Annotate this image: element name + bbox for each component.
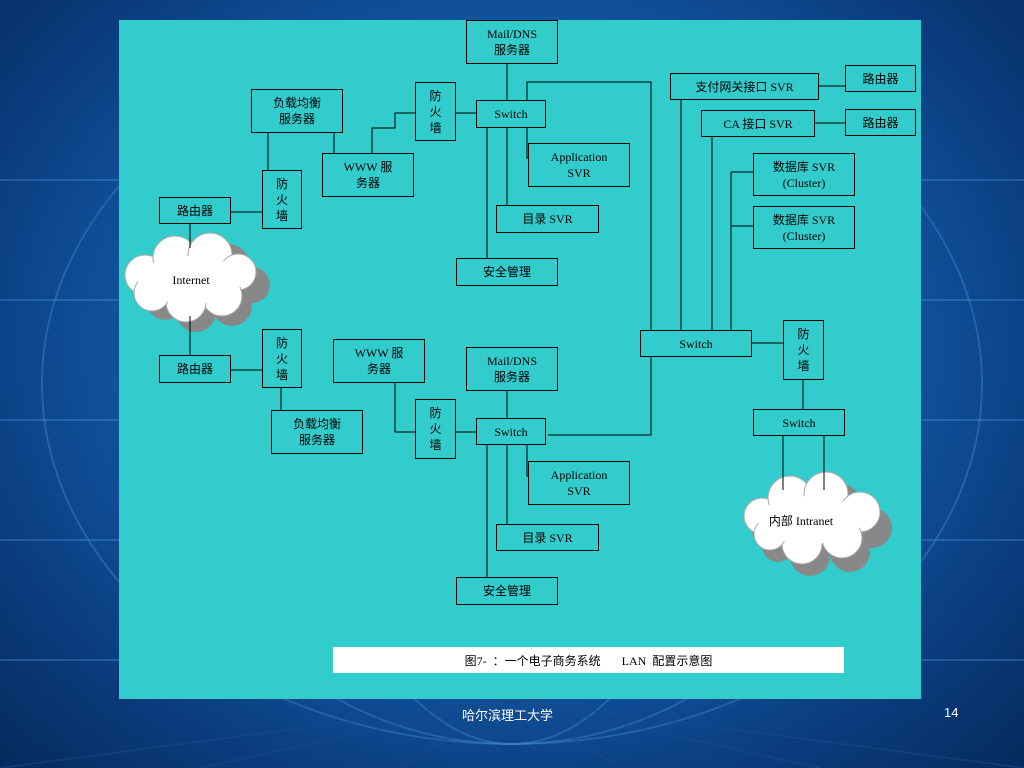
footer-school: 哈尔滨理工大学 xyxy=(462,708,554,723)
diagram-caption: 图7- ：一个电子商务系统 LAN 配置示意图 xyxy=(333,647,844,673)
security-management-bottom: 安全管理 xyxy=(456,577,558,605)
switch-center: Switch xyxy=(640,330,752,357)
internet-label: Internet xyxy=(172,273,210,287)
router-top: 路由器 xyxy=(159,197,231,224)
ca-server: CA 接口 SVR xyxy=(701,110,815,137)
load-balancer-top: 负载均衡 服务器 xyxy=(251,89,343,133)
router-payment: 路由器 xyxy=(845,65,916,92)
page-number: 14 xyxy=(944,705,959,720)
payment-gateway-server: 支付网关接口 SVR xyxy=(670,73,819,100)
mail-dns-server-bottom: Mail/DNS 服务器 xyxy=(466,347,558,391)
router-bottom: 路由器 xyxy=(159,355,231,383)
application-server-top: Application SVR xyxy=(528,143,630,187)
directory-server-bottom: 目录 SVR xyxy=(496,524,599,551)
mail-dns-server-top: Mail/DNS 服务器 xyxy=(466,20,558,64)
switch-intranet: Switch xyxy=(753,409,845,436)
directory-server-top: 目录 SVR xyxy=(496,205,599,233)
application-server-bottom: Application SVR xyxy=(528,461,630,505)
security-management-top: 安全管理 xyxy=(456,258,558,286)
load-balancer-bottom: 负载均衡 服务器 xyxy=(271,410,363,454)
firewall-router-top: 防 火 墙 xyxy=(262,170,302,229)
firewall-router-bottom: 防 火 墙 xyxy=(262,329,302,388)
router-ca: 路由器 xyxy=(845,109,916,136)
database-server-2: 数据库 SVR (Cluster) xyxy=(753,206,855,249)
www-server-top: WWW 服 务器 xyxy=(322,153,414,197)
intranet-label: 内部 Intranet xyxy=(768,514,834,528)
firewall-top: 防 火 墙 xyxy=(415,82,456,141)
www-server-bottom: WWW 服 务器 xyxy=(333,339,425,383)
switch-top: Switch xyxy=(476,100,546,128)
firewall-intranet: 防 火 墙 xyxy=(783,320,824,380)
switch-bottom: Switch xyxy=(476,418,546,445)
firewall-bottom: 防 火 墙 xyxy=(415,399,456,459)
database-server-1: 数据库 SVR (Cluster) xyxy=(753,153,855,196)
